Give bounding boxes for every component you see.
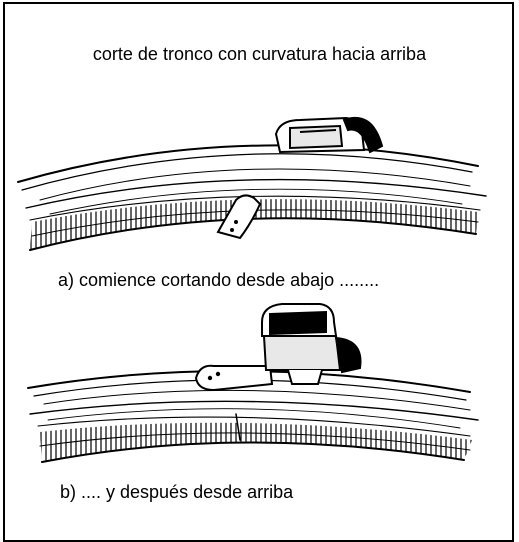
step-a-caption: a) comience cortando desde abajo .......… (58, 270, 380, 290)
figure-title: corte de tronco con curvatura hacia arri… (92, 44, 427, 64)
log-illustration (27, 369, 479, 463)
illustration-step-a (17, 116, 487, 251)
saw-bar (216, 194, 262, 240)
chainsaw-icon (261, 303, 362, 385)
saw-bar (194, 364, 274, 392)
chainsaw-icon (274, 116, 384, 154)
illustration-step-b (27, 303, 479, 463)
step-b-caption: b) .... y después desde arriba (60, 482, 294, 502)
